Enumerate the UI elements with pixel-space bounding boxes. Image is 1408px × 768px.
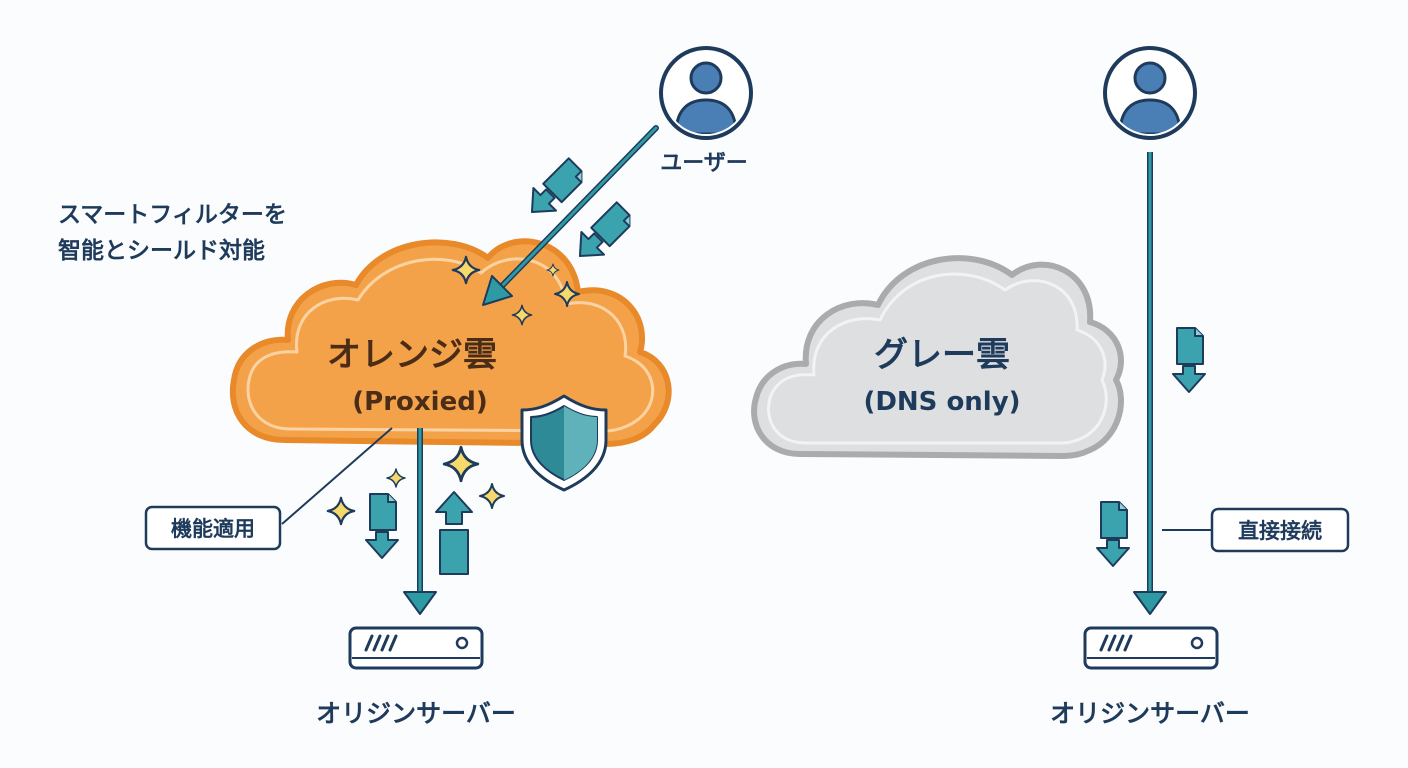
shield-icon bbox=[520, 394, 608, 492]
callout-leader-function bbox=[281, 427, 393, 525]
upload-arrow-icon bbox=[435, 491, 473, 575]
document-icon bbox=[1096, 501, 1130, 567]
origin-server-label-left: オリジンサーバー bbox=[316, 699, 516, 728]
document-icon bbox=[365, 493, 399, 559]
orange-cloud-mode: (Proxied) bbox=[352, 387, 487, 417]
smart-filter-note-line2: 智能とシールド対能 bbox=[58, 237, 265, 264]
sparkle-icon bbox=[442, 445, 480, 483]
orange-cloud-title: オレンジ雲 bbox=[327, 335, 497, 375]
sparkle-icon bbox=[479, 483, 505, 509]
direct-down-arrow bbox=[1133, 152, 1167, 615]
server-icon-right bbox=[1083, 626, 1219, 670]
user-icon-right bbox=[1103, 46, 1197, 140]
document-icon bbox=[1172, 327, 1206, 393]
server-icon-left bbox=[348, 626, 484, 670]
request-arrow-user-to-cloud bbox=[482, 125, 659, 306]
gray-cloud: グレー雲 (DNS only) bbox=[751, 255, 1124, 459]
callout-box-function bbox=[144, 505, 282, 551]
callout-function-label: 機能適用 bbox=[171, 517, 255, 541]
proxied-down-arrow bbox=[403, 428, 437, 615]
callout-direct-label: 直接接続 bbox=[1238, 519, 1322, 543]
gray-cloud-shape bbox=[751, 255, 1124, 459]
origin-server-label-right: オリジンサーバー bbox=[1050, 699, 1250, 728]
orange-cloud-inner-highlight bbox=[246, 257, 655, 433]
user-label: ユーザー bbox=[660, 151, 748, 176]
user-icon-left bbox=[659, 46, 753, 140]
callout-box-direct bbox=[1210, 507, 1350, 553]
document-icon bbox=[519, 154, 590, 225]
smart-filter-note-line1: スマートフィルターを bbox=[58, 202, 287, 228]
gray-cloud-inner-highlight bbox=[767, 272, 1108, 445]
gray-cloud-title: グレー雲 bbox=[874, 335, 1010, 375]
sparkle-icon bbox=[386, 468, 406, 488]
sparkle-icon bbox=[326, 496, 356, 526]
gray-cloud-mode: (DNS only) bbox=[863, 387, 1020, 417]
